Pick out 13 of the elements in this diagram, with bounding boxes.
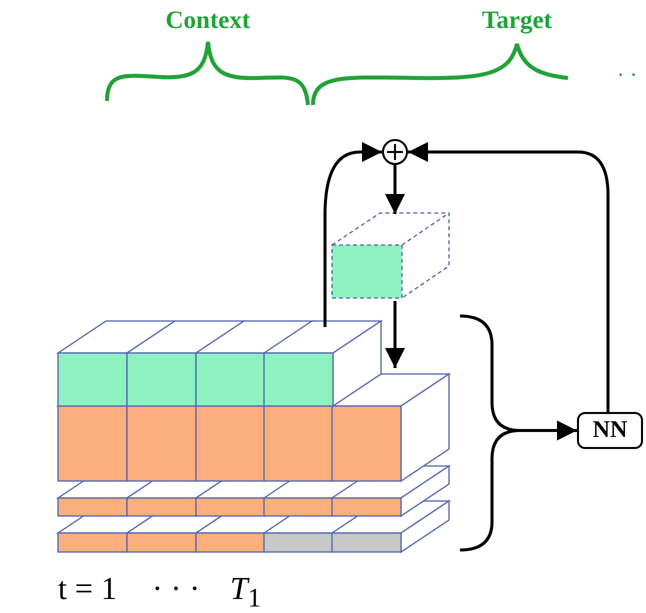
node-label: NN (592, 417, 628, 444)
arrow (385, 165, 405, 214)
arrow (385, 301, 405, 368)
axis-label: t = 1 (58, 572, 117, 604)
axis-label: T$_{1}$ (230, 572, 262, 612)
heading: Target (482, 8, 552, 33)
arrow (458, 314, 578, 552)
ellipsis-text: · · (617, 64, 638, 86)
heading: Context (166, 8, 250, 33)
arrow (408, 142, 610, 412)
arrow (324, 142, 382, 327)
ellipsis-text: · · · (152, 572, 200, 604)
process-box (577, 412, 643, 449)
